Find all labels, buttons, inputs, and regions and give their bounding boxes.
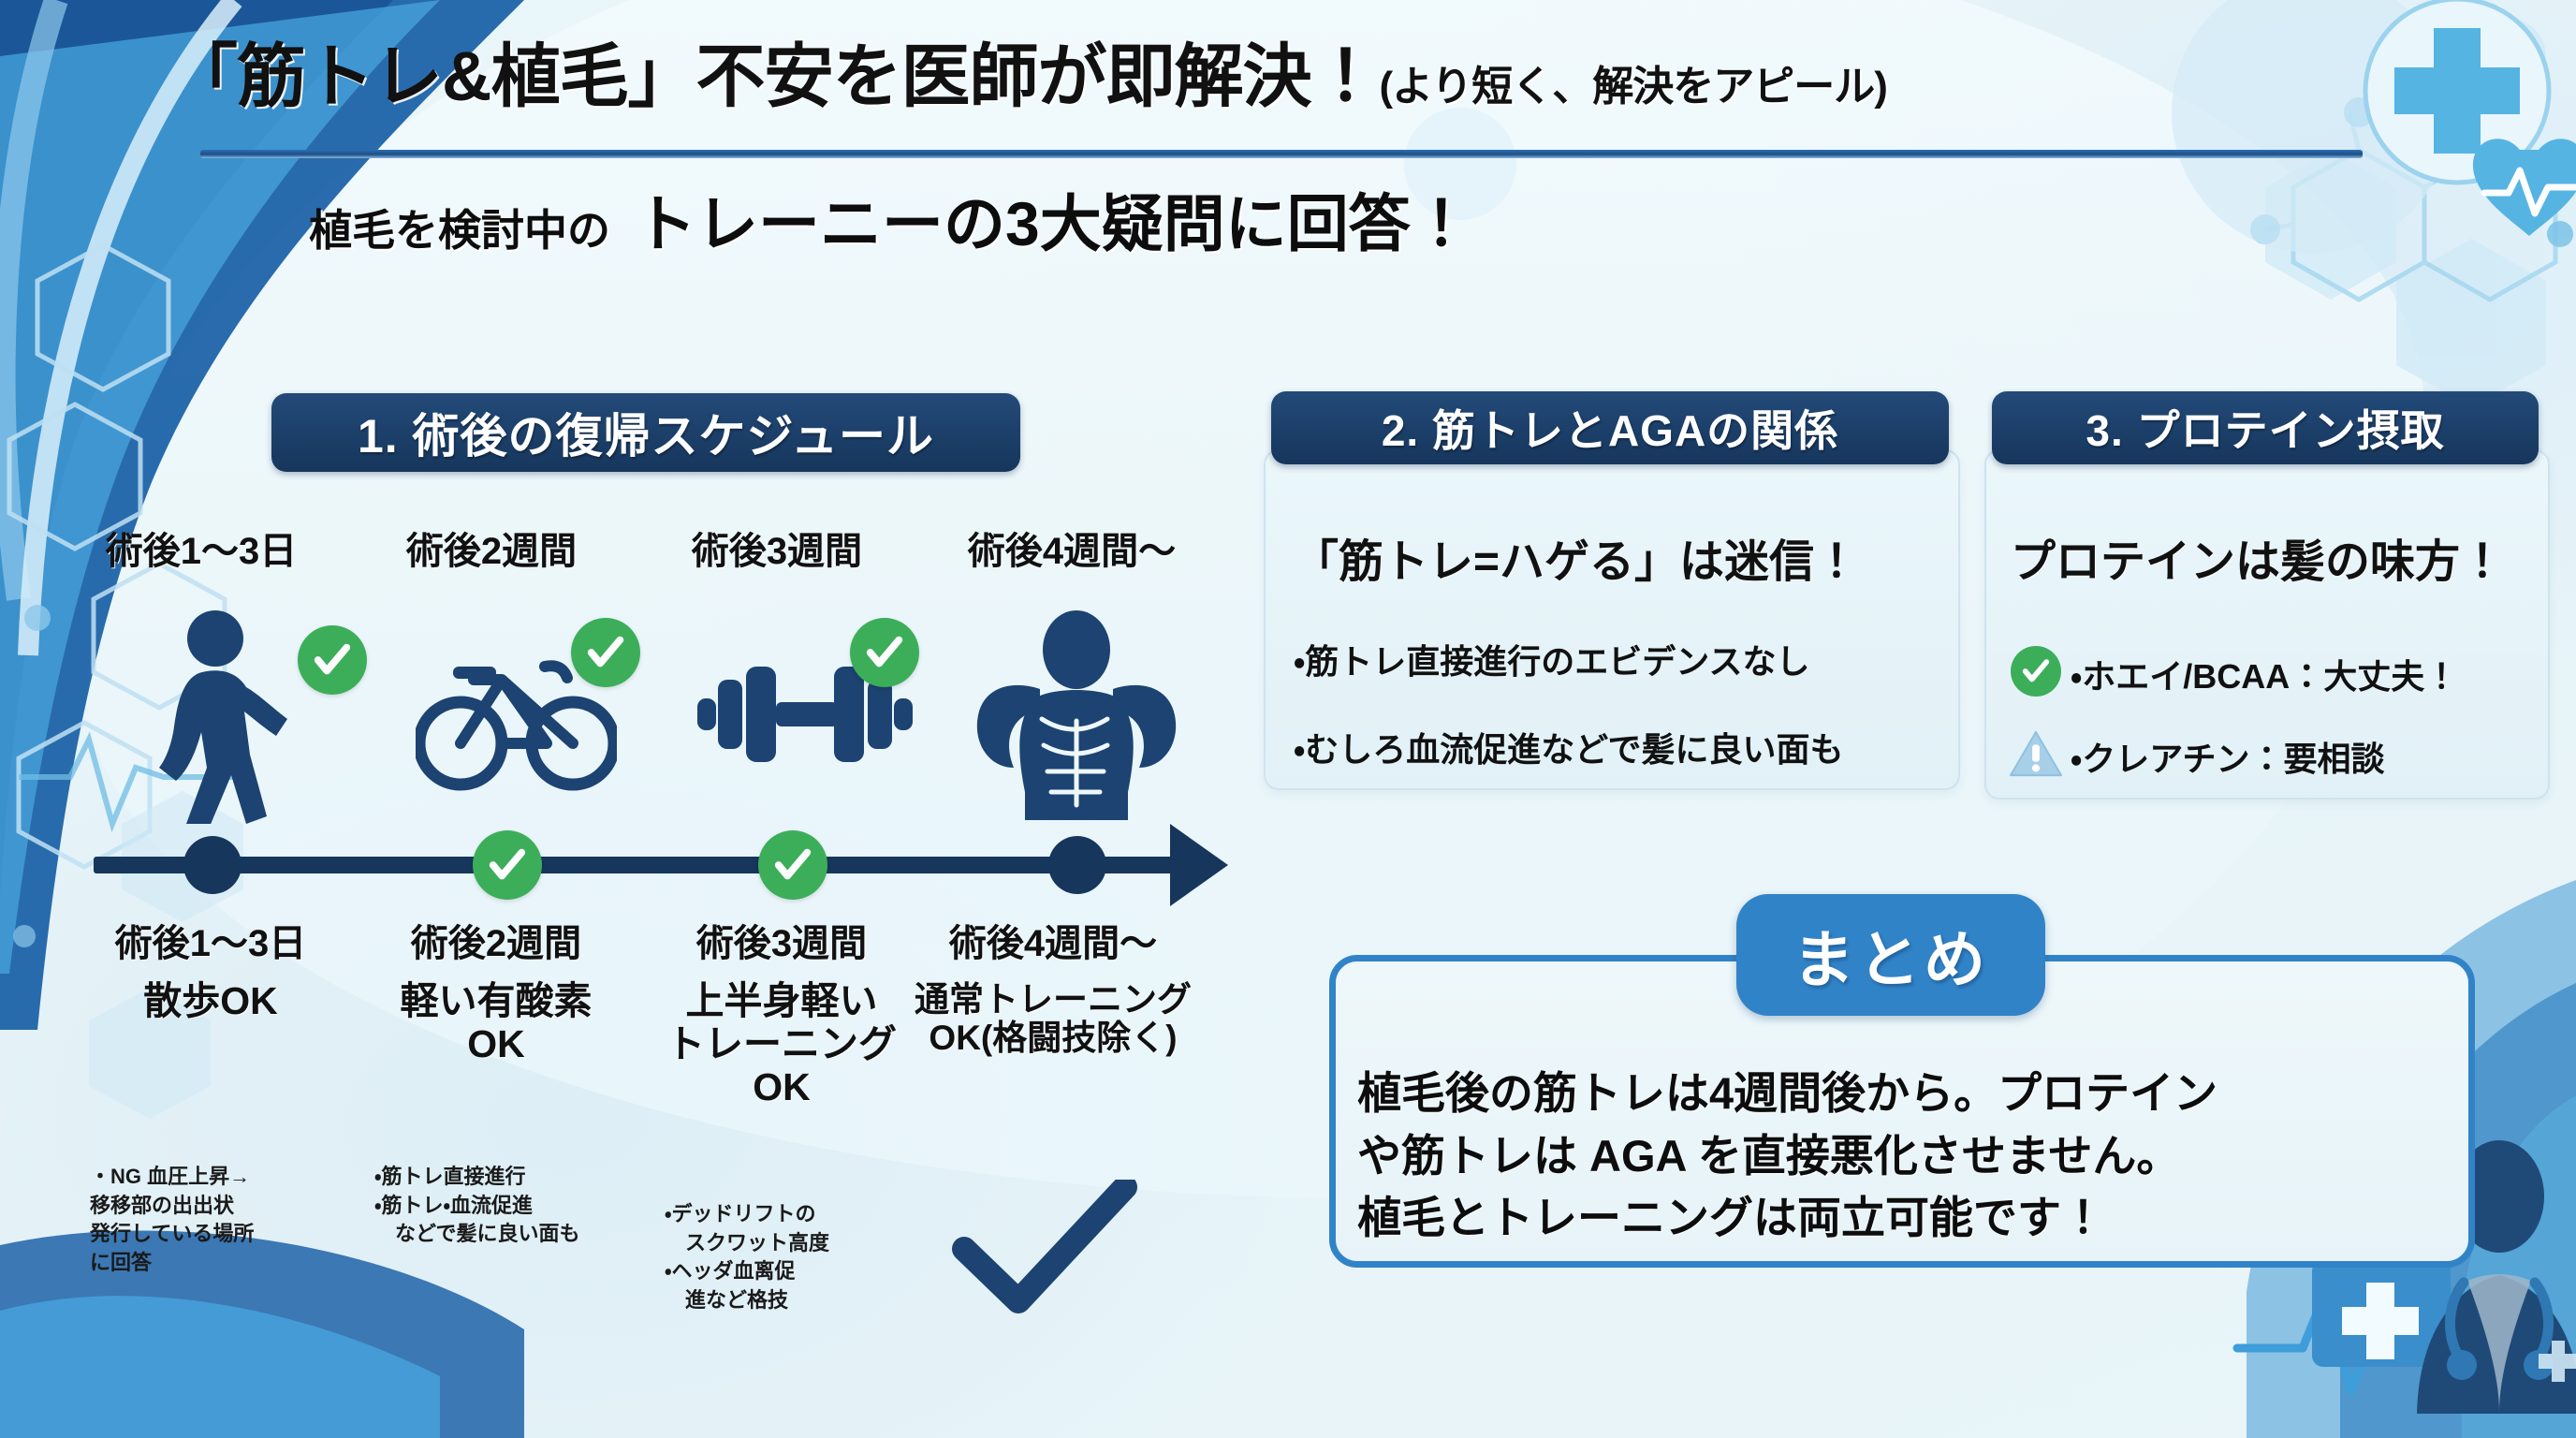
- timeline-note-1-line3: 発行している場所: [90, 1222, 255, 1246]
- timeline-note-1: ・NG 血圧上昇→ 移移部の出出状 発行している場所 に回答: [90, 1164, 371, 1278]
- flexing-muscle-icon: [976, 610, 1177, 820]
- section2-heading: 2. 筋トレとAGAの関係: [1271, 391, 1949, 464]
- section2-bullet-2: ・むしろ血流促進などで髪に良い面も: [1294, 730, 1844, 769]
- check-badge-step3: [850, 618, 919, 687]
- page-title-note: (より短く、解決をアピール): [1379, 64, 1887, 110]
- timeline-note-3-line1: ・デッドリフトの: [665, 1202, 816, 1225]
- dumbbell-icon: [697, 667, 913, 762]
- timeline-detail-1: 術後1〜3日 散歩OK: [75, 922, 346, 1023]
- timeline-note-1-line4: に回答: [90, 1250, 153, 1274]
- summary-line-1: 植毛後の筋トレは4週間後から。プロテイン: [1357, 1068, 2218, 1118]
- timeline-node-1: [183, 836, 242, 894]
- timeline-detail-title-4: 術後4週間〜: [948, 923, 1158, 964]
- timeline-note-1-line2: 移移部の出出状: [90, 1193, 235, 1217]
- check-badge-axis-2: [473, 830, 542, 900]
- big-check-icon: [952, 1180, 1137, 1313]
- ecg-line-icon: [2232, 1293, 2455, 1396]
- check-badge-axis-3: [758, 830, 827, 900]
- page-title-main: 「筋トレ&植毛」不安を医師が即解決！: [168, 37, 1380, 115]
- timeline-detail-title-3: 術後3週間: [695, 923, 868, 964]
- timeline-detail-title-1: 術後1〜3日: [114, 923, 307, 964]
- heart-pulse-icon: [2472, 139, 2576, 236]
- summary-line-2: や筋トレは AGA を直接悪化させません。: [1357, 1130, 2181, 1181]
- section3-card: [1984, 449, 2550, 800]
- timeline-detail-desc-4: 通常トレーニング OK(格闘技除く): [915, 980, 1192, 1058]
- summary-line-3: 植毛とトレーニングは両立可能です！: [1357, 1193, 2105, 1243]
- timeline-node-4: [1048, 836, 1106, 894]
- timeline-arrow-icon: [1170, 824, 1228, 906]
- section2-bullet-1: ・筋トレ直接進行のエビデンスなし: [1294, 642, 1810, 681]
- timeline-detail-2: 術後2週間 軽い有酸素 OK: [356, 922, 637, 1066]
- section2-card: [1264, 449, 1960, 790]
- timeline-note-3-line4: 進など格技: [665, 1287, 789, 1312]
- section2-lead: 「筋トレ=ハゲる」は迷信！: [1294, 537, 1860, 587]
- timeline-detail-desc-3: 上半身軽い トレーニング OK: [666, 979, 897, 1108]
- timeline-detail-4: 術後4週間〜 通常トレーニング OK(格闘技除く): [899, 922, 1208, 1058]
- section3-item-1-text: ・ホエイ/BCAA：大丈夫！: [2071, 657, 2459, 696]
- title-divider: [200, 150, 2363, 158]
- section3-heading: 3. プロテイン摂取: [1992, 391, 2539, 464]
- page-title: 「筋トレ&植毛」不安を医師が即解決！(より短く、解決をアピール): [168, 21, 2434, 121]
- timeline-note-2-line1: ・筋トレ直接進行: [374, 1165, 526, 1188]
- subtitle-lead: 植毛を検討中の: [309, 206, 610, 255]
- summary-text: 植毛後の筋トレは4週間後から。プロテイン や筋トレは AGA を直接悪化させませ…: [1357, 1063, 2462, 1250]
- timeline-top-label-2: 術後2週間: [405, 531, 578, 572]
- timeline-note-3-line3: ・ヘッダ血离促: [665, 1259, 796, 1284]
- bicycle-icon: [416, 660, 617, 791]
- check-circle-icon: [2011, 646, 2061, 697]
- timeline-detail-title-2: 術後2週間: [410, 923, 582, 964]
- timeline-note-2: ・筋トレ直接進行 ・筋トレ・血流促進 などで髪に良い面も: [374, 1164, 665, 1250]
- timeline-detail-desc-1: 散歩OK: [143, 979, 278, 1022]
- section1-heading: 1. 術後の復帰スケジュール: [271, 393, 1020, 472]
- summary-badge: まとめ: [1736, 894, 2045, 1016]
- timeline-note-3: ・デッドリフトの スクワット高度 ・ヘッダ血离促 進など格技: [665, 1201, 955, 1315]
- check-badge-step1: [298, 625, 367, 695]
- page-subtitle: 植毛を検討中のトレーニーの3大疑問に回答！: [309, 174, 2275, 264]
- check-badge-step2: [571, 618, 640, 687]
- subtitle-main: トレーニーの3大疑問に回答！: [635, 189, 1472, 258]
- walking-person-icon: [159, 610, 287, 824]
- timeline-note-1-line1: ・NG 血圧上昇→: [90, 1165, 251, 1188]
- timeline-detail-3: 術後3週間 上半身軽い トレーニング OK: [641, 922, 922, 1109]
- timeline-note-2-line3: などで髪に良い面も: [374, 1222, 580, 1246]
- timeline-top-label-3: 術後3週間: [691, 531, 863, 572]
- timeline-top-label-1: 術後1〜3日: [105, 531, 298, 572]
- section3-item-2-text: ・クレアチン：要相談: [2071, 740, 2385, 778]
- timeline-axis: [94, 857, 1208, 873]
- timeline-detail-desc-2: 軽い有酸素 OK: [400, 979, 593, 1065]
- warning-triangle-icon: [2010, 730, 2062, 777]
- timeline-top-label-4: 術後4週間〜: [967, 531, 1177, 572]
- timeline-note-3-line2: スクワット高度: [665, 1230, 830, 1255]
- timeline-note-2-line2: ・筋トレ・血流促進: [374, 1193, 533, 1217]
- section3-lead: プロテインは髪の味方！: [2011, 537, 2506, 587]
